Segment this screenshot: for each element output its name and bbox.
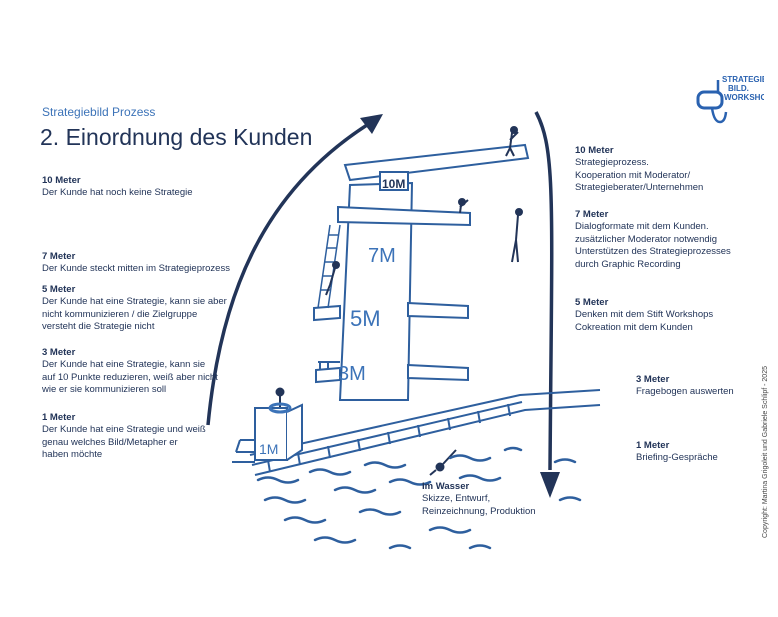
figure-7m — [458, 198, 469, 214]
page-title: 2. Einordnung des Kunden — [40, 124, 313, 150]
logo-line-1: STRATEGIE — [722, 75, 764, 84]
logo-line-2: BILD. — [728, 84, 749, 93]
figure-ladder — [325, 261, 340, 296]
logo-line-3: WORKSHOP. — [724, 93, 764, 102]
strategiebild-workshop-logo: STRATEGIE BILD. WORKSHOP. — [696, 75, 764, 124]
water-waves — [256, 446, 582, 550]
right-level-10m-text: Strategieprozess. Kooperation mit Modera… — [575, 157, 704, 193]
tower — [338, 181, 414, 401]
left-level-3m: 3 Meter Der Kunde hat eine Strategie, ka… — [42, 347, 218, 397]
left-level-7m-heading: 7 Meter — [42, 251, 76, 262]
left-level-1m: 1 Meter Der Kunde hat eine Strategie und… — [42, 412, 206, 462]
left-level-5m: 5 Meter Der Kunde hat eine Strategie, ka… — [42, 284, 227, 334]
ladder — [317, 224, 341, 309]
left-level-10m-text: Der Kunde hat noch keine Strategie — [42, 187, 193, 198]
water-text: Skizze, Entwurf, Reinzeichnung, Produkti… — [422, 493, 536, 517]
right-level-10m: 10 Meter Strategieprozess. Kooperation m… — [575, 145, 703, 195]
platform-7m — [337, 205, 471, 227]
label-5m: 5M — [350, 306, 381, 331]
left-level-10m-heading: 10 Meter — [42, 175, 81, 186]
right-level-1m-text: Briefing-Gespräche — [636, 452, 718, 463]
right-level-7m-heading: 7 Meter — [575, 209, 609, 220]
left-level-3m-text: Der Kunde hat eine Strategie, kann sie a… — [42, 359, 218, 395]
left-level-1m-text: Der Kunde hat eine Strategie und weiß ge… — [42, 424, 206, 460]
right-level-3m-text: Fragebogen auswerten — [636, 386, 734, 397]
copyright-notice: Copyright: Martina Grigoleit und Gabriel… — [762, 366, 769, 538]
descend-arrow — [534, 111, 554, 471]
figure-top — [505, 126, 519, 157]
left-level-1m-heading: 1 Meter — [42, 412, 76, 423]
ascend-arrowhead — [360, 114, 383, 134]
label-10m: 10M — [382, 177, 405, 191]
left-level-10m: 10 Meter Der Kunde hat noch keine Strate… — [42, 175, 193, 200]
left-level-7m-text: Der Kunde steckt mitten im Strategieproz… — [42, 263, 230, 274]
right-level-1m-heading: 1 Meter — [636, 440, 670, 451]
right-level-7m-text: Dialogformate mit dem Kunden. zusätzlich… — [575, 221, 731, 270]
water-heading: Im Wasser — [422, 481, 470, 492]
left-level-7m: 7 Meter Der Kunde steckt mitten im Strat… — [42, 251, 230, 276]
right-level-5m-text: Denken mit dem Stift Workshops Cokreatio… — [575, 309, 714, 333]
ascend-arrow — [206, 118, 376, 426]
label-1m: 1M — [259, 441, 278, 457]
platform-5m — [313, 301, 469, 322]
block-1m — [232, 403, 303, 463]
right-level-10m-heading: 10 Meter — [575, 145, 614, 156]
left-level-5m-heading: 5 Meter — [42, 284, 76, 295]
platform-3m — [315, 361, 469, 384]
right-level-3m-heading: 3 Meter — [636, 374, 670, 385]
figure-1m — [268, 387, 292, 414]
figure-diver — [511, 208, 523, 263]
page-subtitle: Strategiebild Prozess — [42, 105, 156, 119]
right-level-7m: 7 Meter Dialogformate mit dem Kunden. zu… — [575, 209, 731, 271]
right-level-5m-heading: 5 Meter — [575, 297, 609, 308]
descend-arrowhead — [540, 472, 560, 498]
figure-swimmer — [429, 449, 457, 476]
right-level-5m: 5 Meter Denken mit dem Stift Workshops C… — [575, 297, 713, 334]
right-level-1m: 1 Meter Briefing-Gespräche — [636, 440, 718, 465]
platform-10m — [343, 143, 530, 191]
water-caption: Im Wasser Skizze, Entwurf, Reinzeichnung… — [422, 481, 536, 518]
left-level-3m-heading: 3 Meter — [42, 347, 76, 358]
right-level-3m: 3 Meter Fragebogen auswerten — [636, 374, 734, 399]
label-3m: 3M — [338, 363, 366, 385]
label-7m: 7M — [368, 245, 396, 267]
left-level-5m-text: Der Kunde hat eine Strategie, kann sie a… — [42, 296, 227, 332]
